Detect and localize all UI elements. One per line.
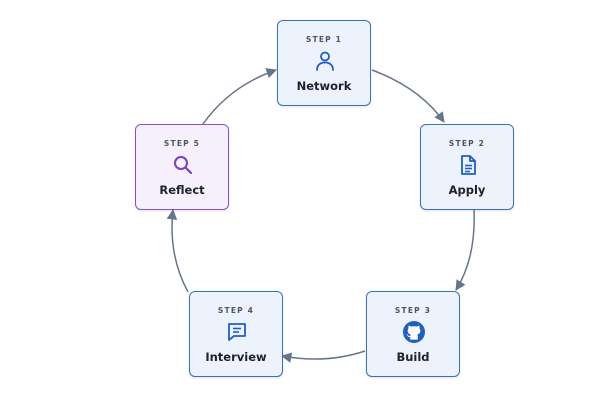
step-card-apply[interactable]: STEP 2 Apply [420, 124, 514, 210]
step-label: STEP 4 [217, 306, 255, 315]
step-title: Interview [205, 350, 267, 364]
step-label: STEP 5 [163, 139, 201, 148]
step-card-interview[interactable]: STEP 4 Interview [189, 291, 283, 377]
step-title: Build [396, 350, 430, 364]
step-title: Reflect [159, 183, 205, 197]
chat-icon [228, 323, 246, 341]
document-icon [461, 155, 476, 175]
arrow-step3-to-step4 [280, 350, 366, 363]
search-icon [174, 156, 193, 175]
step-title: Network [296, 79, 352, 93]
arrow-step1-to-step2 [371, 69, 445, 123]
step-label: STEP 3 [394, 306, 432, 315]
step-label: STEP 2 [448, 139, 486, 148]
github-icon [403, 321, 425, 343]
step-title: Apply [448, 183, 486, 197]
arrow-step2-to-step3 [455, 209, 475, 291]
step-card-build[interactable]: STEP 3 Build [366, 291, 460, 377]
arrow-step5-to-step1 [202, 68, 277, 125]
step-label: STEP 1 [305, 35, 343, 44]
step-card-network[interactable]: STEP 1 Network [277, 20, 371, 106]
arrow-step4-to-step5 [166, 208, 189, 293]
person-icon [316, 51, 334, 71]
step-card-reflect[interactable]: STEP 5 Reflect [135, 124, 229, 210]
